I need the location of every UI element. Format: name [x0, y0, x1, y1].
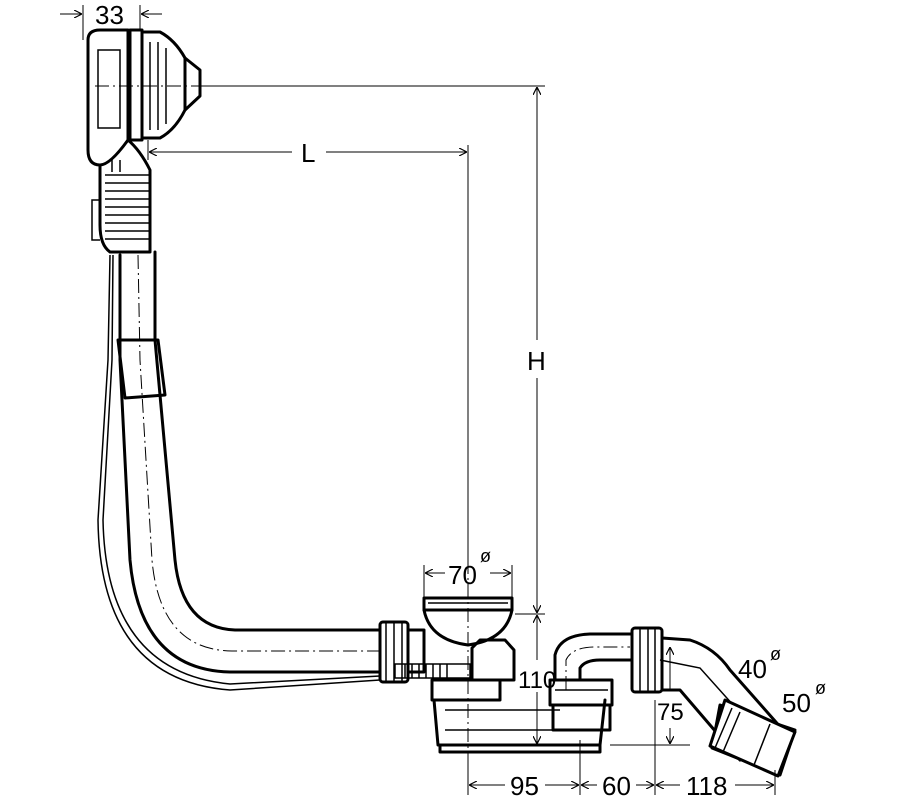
- dim-118-label: 118: [686, 771, 727, 800]
- overflow-head: [86, 28, 210, 167]
- dim-50-label: 50: [782, 688, 811, 718]
- diameter-symbol-50: ø: [815, 678, 826, 698]
- dim-110-label: 110: [518, 667, 556, 694]
- overflow-pipe: [97, 250, 382, 691]
- diameter-symbol-40: ø: [770, 644, 781, 664]
- dimension-lines: [60, 5, 776, 795]
- dim-length-label: L: [301, 138, 315, 168]
- dim-60-label: 60: [602, 771, 631, 800]
- dim-40-label: 40: [738, 654, 767, 684]
- dim-70-label: 70: [448, 560, 477, 590]
- outlet-elbow: [553, 626, 797, 778]
- flexible-joint: [91, 138, 152, 254]
- dim-height-label: H: [527, 346, 546, 376]
- diameter-symbol-70: ø: [480, 546, 491, 566]
- drain-body: [422, 560, 614, 760]
- dim-75-label: 75: [657, 699, 684, 726]
- pipe-coupling: [378, 620, 471, 684]
- dim-95-label: 95: [510, 771, 539, 800]
- dim-33-label: 33: [95, 0, 124, 30]
